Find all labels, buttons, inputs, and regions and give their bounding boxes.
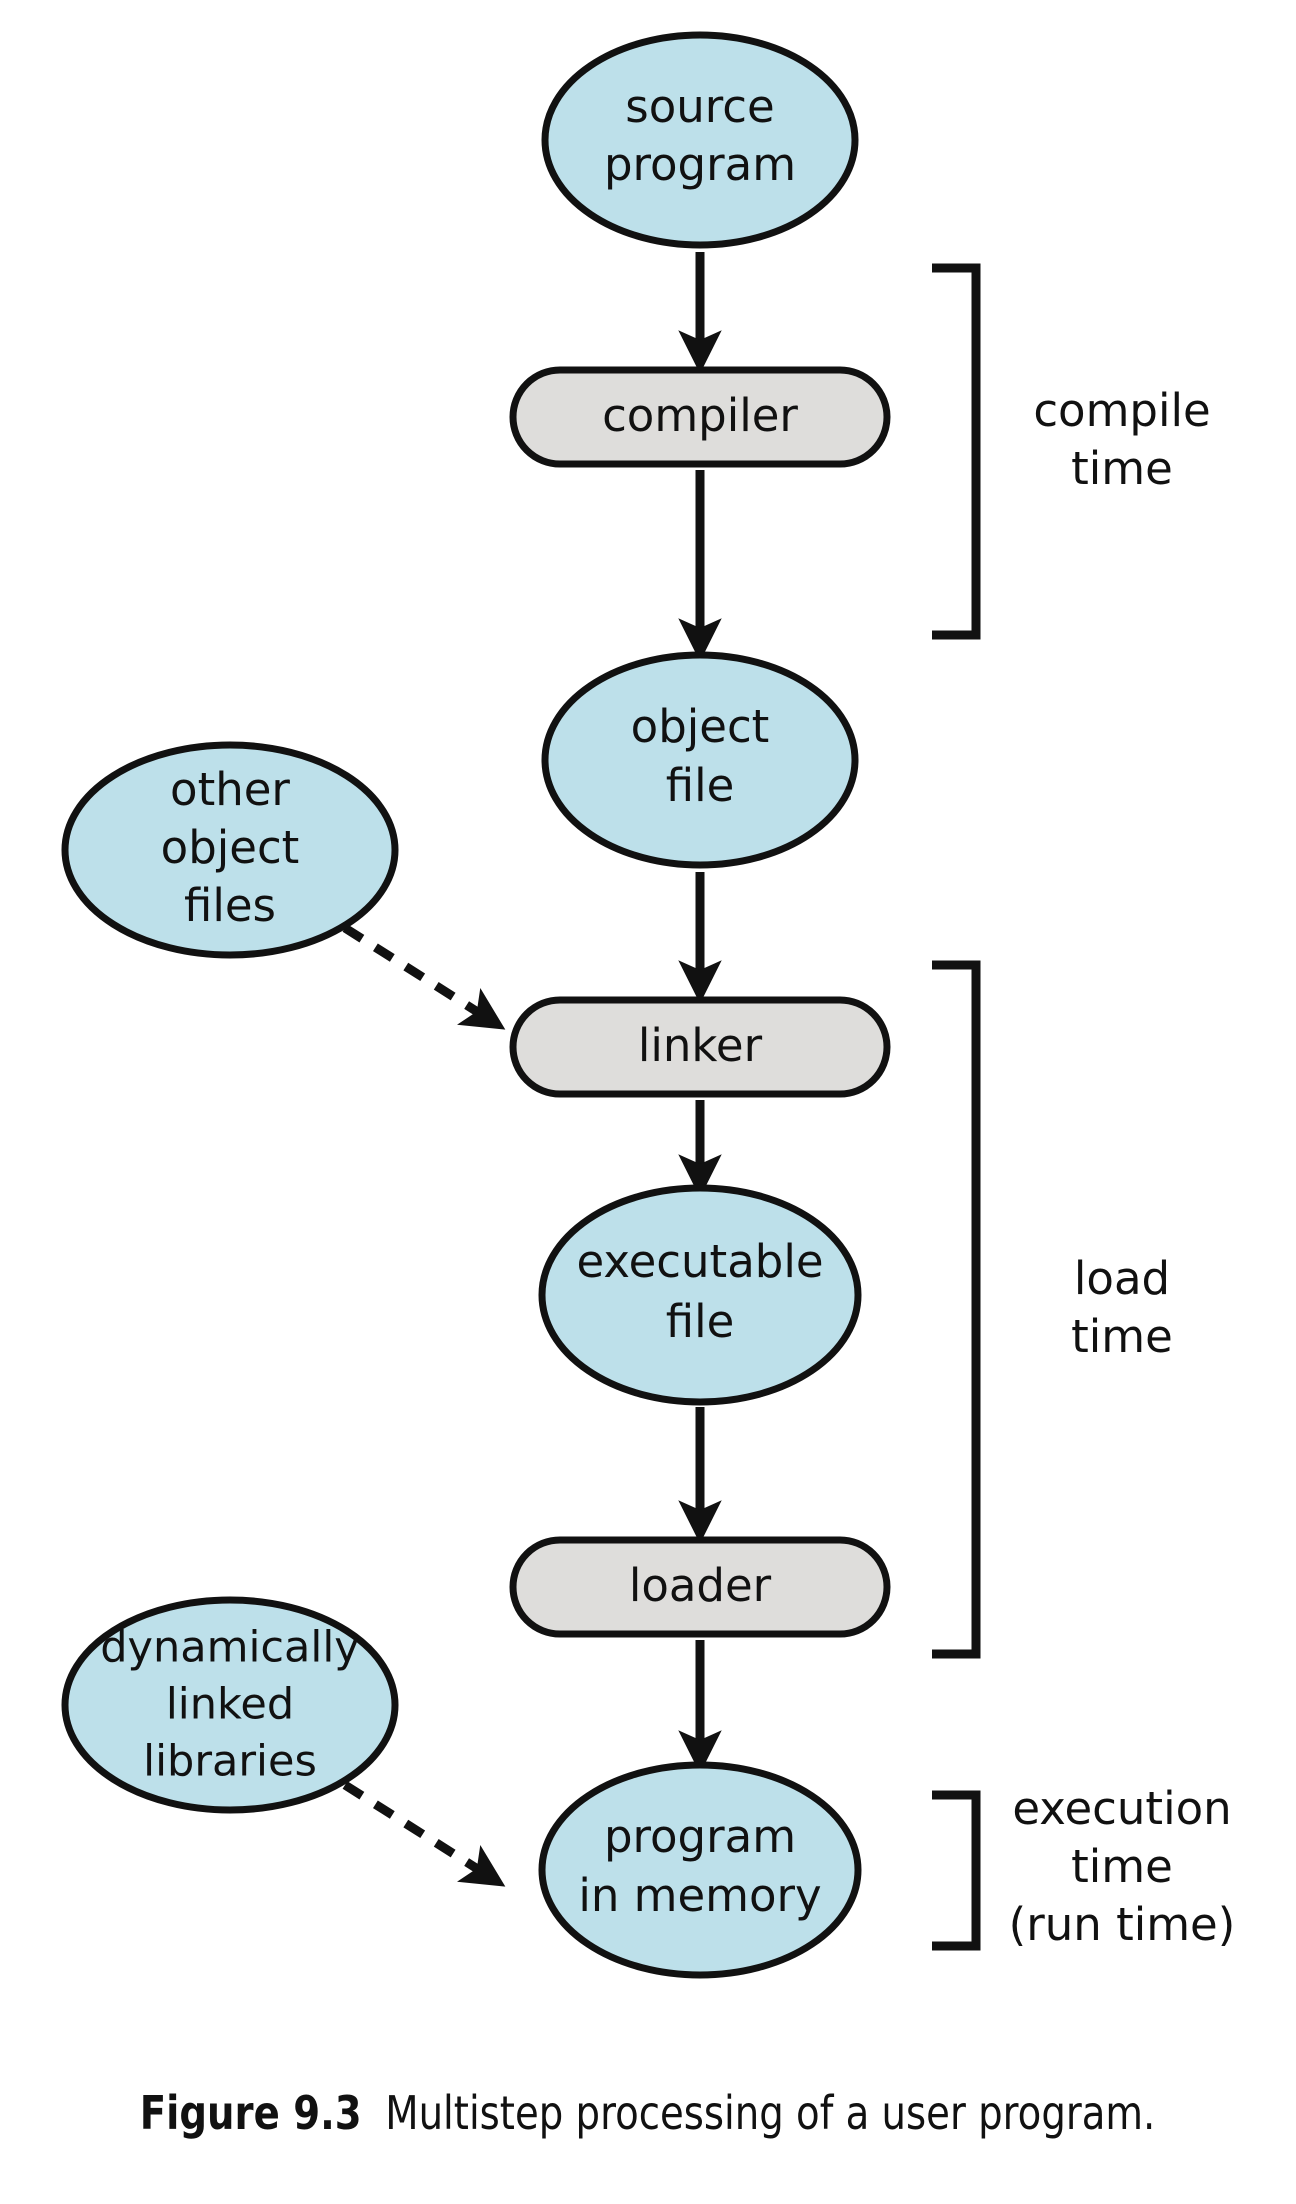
node-object-file-line-2: file <box>666 759 735 812</box>
bracket-execution-time-line-2: time <box>1071 1840 1173 1893</box>
bracket-execution-time: execution time (run time) <box>932 1782 1235 1951</box>
node-dll-line-2: linked <box>166 1680 294 1730</box>
node-program-in-memory-line-1: program <box>604 1810 796 1863</box>
node-object-file[interactable]: object file <box>541 651 859 869</box>
node-executable-file[interactable]: executable file <box>538 1184 862 1406</box>
bracket-compile-time-line-1: compile <box>1033 384 1210 437</box>
node-compiler-label: compiler <box>602 389 798 442</box>
bracket-load-time: load time <box>932 960 1173 1659</box>
node-other-object-files-line-1: other <box>170 763 290 816</box>
figure-caption-number: Figure 9.3 <box>140 2086 363 2140</box>
node-dll-line-3: libraries <box>143 1737 317 1787</box>
node-source-program-line-1: source <box>625 80 774 133</box>
figure-caption: Figure 9.3 Multistep processing of a user… <box>0 2086 1296 2140</box>
node-source-program-line-2: program <box>604 138 796 191</box>
edge-other-object-files-to-linker <box>342 924 506 1030</box>
node-other-object-files-line-2: object <box>161 821 300 874</box>
bracket-load-time-line-2: time <box>1071 1310 1173 1363</box>
node-dynamically-linked-libraries[interactable]: dynamically linked libraries <box>61 1596 399 1814</box>
bracket-execution-time-line-1: execution <box>1012 1782 1231 1835</box>
bracket-compile-time-line-2: time <box>1071 442 1173 495</box>
node-compiler[interactable]: compiler <box>509 366 891 468</box>
node-loader[interactable]: loader <box>509 1536 891 1638</box>
node-executable-file-line-2: file <box>666 1295 735 1348</box>
bracket-load-time-line-1: load <box>1074 1252 1170 1305</box>
node-source-program[interactable]: source program <box>541 31 859 249</box>
node-other-object-files-line-3: files <box>184 879 276 932</box>
bracket-compile-time: compile time <box>932 263 1211 640</box>
node-linker[interactable]: linker <box>509 996 891 1098</box>
bracket-execution-time-line-3: (run time) <box>1009 1898 1236 1951</box>
node-executable-file-line-1: executable <box>576 1235 823 1288</box>
node-other-object-files[interactable]: other object files <box>61 741 399 959</box>
node-loader-label: loader <box>629 1559 772 1612</box>
node-program-in-memory[interactable]: program in memory <box>538 1761 862 1979</box>
edge-dll-to-program-in-memory <box>342 1781 506 1887</box>
node-object-file-line-1: object <box>631 700 770 753</box>
figure-caption-text: Multistep processing of a user program. <box>385 2086 1156 2140</box>
node-program-in-memory-line-2: in memory <box>578 1869 821 1922</box>
node-dll-line-1: dynamically <box>100 1623 360 1673</box>
node-linker-label: linker <box>638 1019 763 1072</box>
